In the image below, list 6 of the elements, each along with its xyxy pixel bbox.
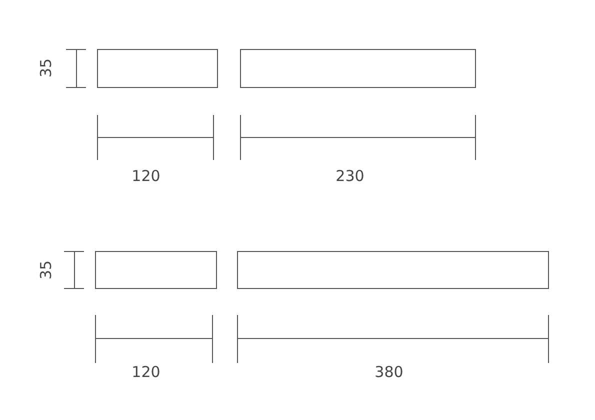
dimension-value: 230	[336, 167, 364, 185]
dimension-value: 35	[37, 58, 55, 78]
dimension-value: 35	[37, 260, 55, 280]
dimension-value: 380	[374, 363, 404, 381]
dimension-value: 120	[132, 363, 160, 381]
dimension-value: 120	[132, 167, 160, 185]
